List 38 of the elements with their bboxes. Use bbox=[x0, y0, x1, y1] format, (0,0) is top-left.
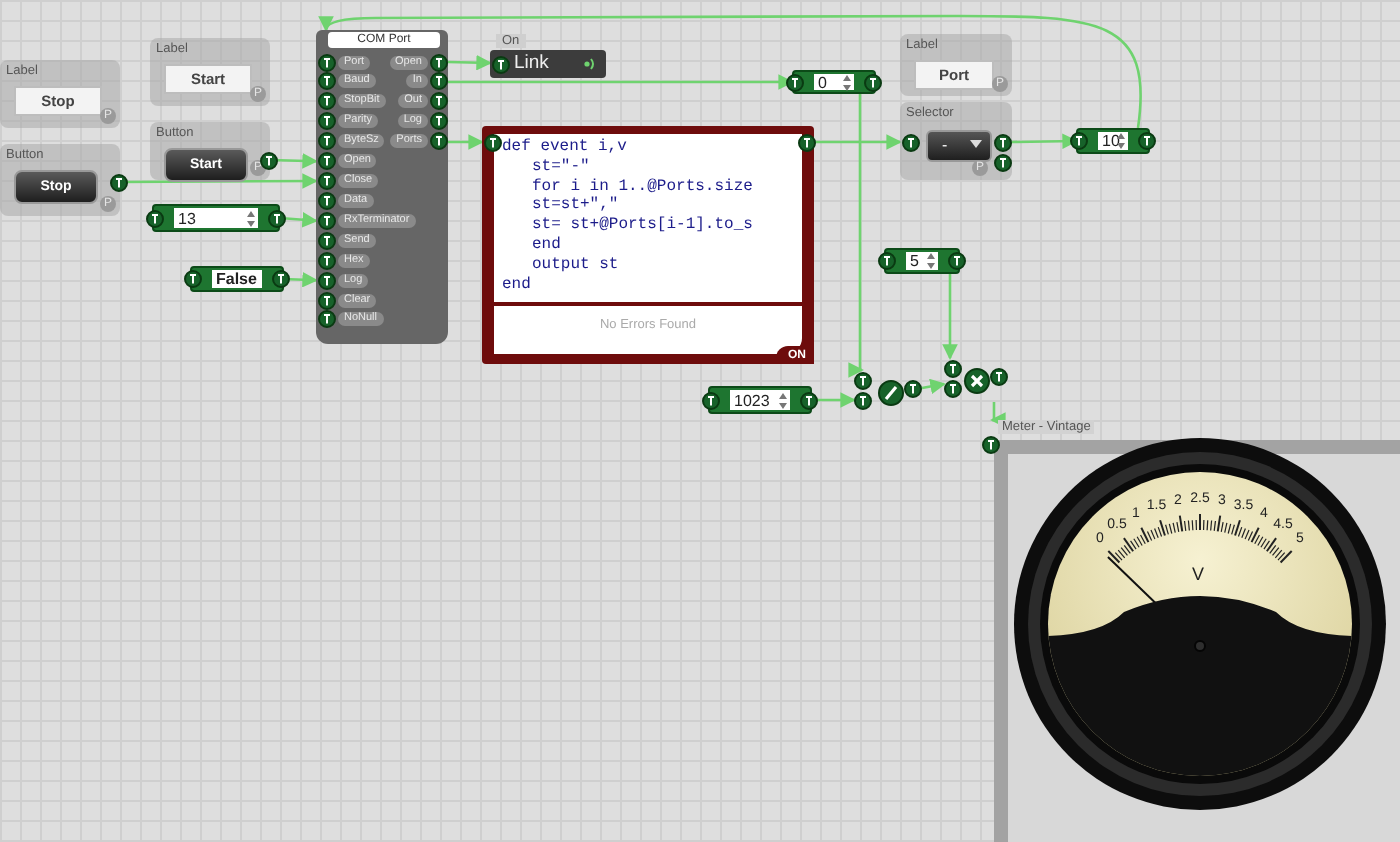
number-field bbox=[152, 204, 280, 232]
unit-label: V bbox=[1192, 564, 1204, 584]
boolean-field bbox=[190, 266, 284, 292]
connector-arrow bbox=[812, 392, 856, 408]
code-line: def event i,v bbox=[502, 138, 629, 158]
code-line: st="-" bbox=[530, 157, 592, 178]
number-field bbox=[1076, 128, 1150, 154]
number-field bbox=[792, 70, 876, 94]
ruby-code-module bbox=[482, 126, 814, 364]
connector-arrow bbox=[990, 402, 1006, 428]
value-text: 13 bbox=[174, 208, 258, 228]
number-field bbox=[708, 386, 812, 414]
value-text: False bbox=[212, 270, 262, 288]
dropdown: - bbox=[926, 130, 992, 162]
label-module bbox=[0, 60, 120, 128]
code-line: end bbox=[530, 235, 563, 256]
code-line: st= st+@Ports[i-1].to_s bbox=[530, 216, 755, 236]
value-text: 0 bbox=[814, 74, 854, 90]
connector-arrow bbox=[848, 94, 864, 378]
number-field bbox=[884, 248, 960, 274]
value-text: 10 bbox=[1098, 132, 1128, 150]
value-text: 5 bbox=[906, 252, 938, 270]
selector-module bbox=[900, 102, 1012, 180]
connector-arrow bbox=[448, 134, 484, 150]
connector-arrow bbox=[814, 134, 902, 150]
code-line: end bbox=[502, 275, 533, 295]
connector-arrow bbox=[942, 274, 958, 360]
label-module bbox=[900, 34, 1012, 96]
label-module bbox=[150, 38, 270, 106]
value-text: 1023 bbox=[730, 390, 790, 410]
code-line: for i in 1..@Ports.size bbox=[530, 177, 755, 196]
connector-arrow bbox=[447, 54, 492, 71]
code-line: st=st+"," bbox=[530, 196, 621, 216]
connector-arrow bbox=[921, 378, 946, 395]
com-port-module bbox=[316, 30, 448, 344]
code-line: output st bbox=[530, 255, 621, 276]
connector-arrow bbox=[320, 14, 1142, 129]
link-text: Link bbox=[514, 52, 549, 74]
